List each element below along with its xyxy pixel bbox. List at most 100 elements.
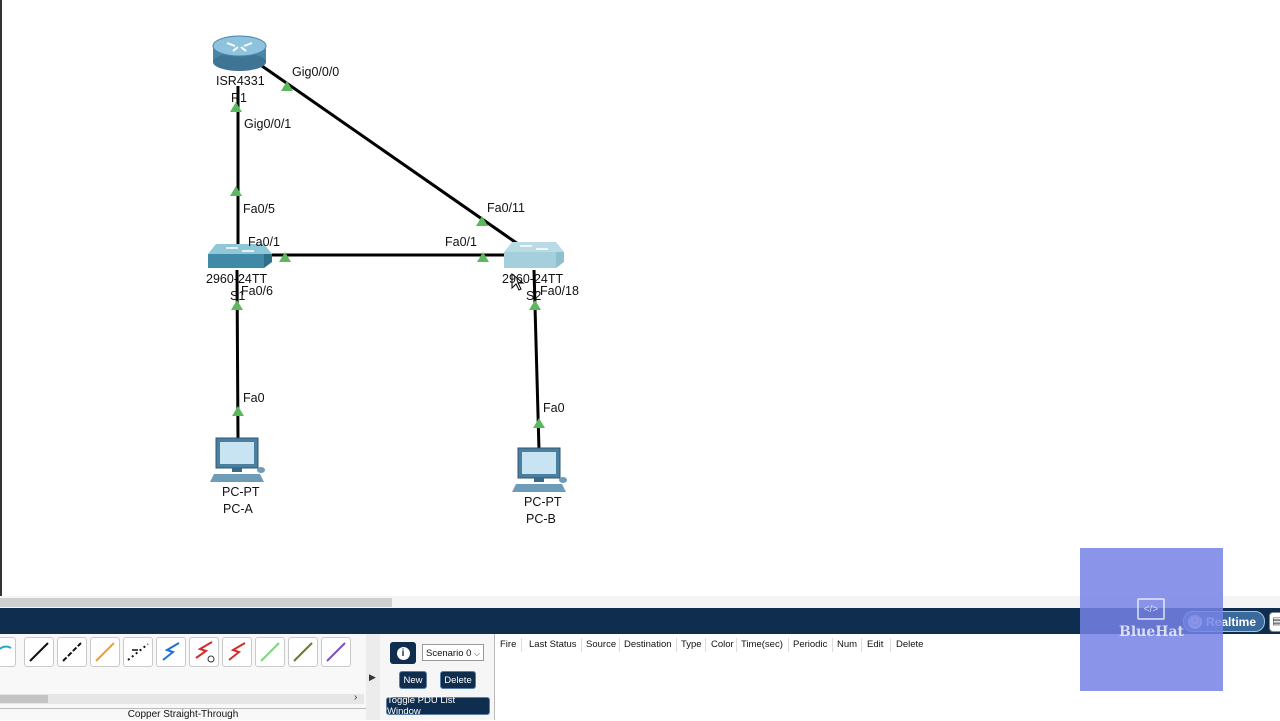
workspace-scroll-thumb[interactable]: [0, 598, 392, 607]
octal-icon: [293, 642, 313, 662]
watermark-text: BlueHat: [1118, 624, 1184, 640]
pdu-panel-collapse[interactable]: ▶: [366, 634, 381, 720]
switch1-name-label: S1: [230, 289, 246, 303]
pc-a-name-label: PC-A: [223, 502, 253, 516]
col-periodic: Periodic: [793, 639, 828, 650]
router-top: [212, 35, 267, 57]
link-lights: [230, 81, 545, 428]
simulation-icon: ▤: [1272, 616, 1280, 627]
link-light: [476, 216, 488, 226]
link-light: [232, 406, 244, 416]
switch-front: [504, 252, 556, 268]
col-color: Color: [711, 639, 734, 650]
col-delete: Delete: [896, 639, 924, 650]
router-arrows: [226, 42, 253, 52]
link-light: [279, 252, 291, 262]
col-divider: [890, 638, 891, 652]
pc-b-name-label: PC-B: [526, 512, 556, 526]
copper-straight-through-tool[interactable]: [57, 637, 87, 667]
stand: [232, 468, 242, 472]
switch2-model-label: 2960-24TT: [502, 272, 564, 286]
col-divider: [736, 638, 737, 652]
copper-cross-over-tool[interactable]: [90, 637, 120, 667]
chevron-right-icon: ▶: [369, 672, 376, 682]
col-time: Time(sec): [741, 639, 783, 650]
scroll-right-icon[interactable]: ›: [354, 692, 358, 703]
switch1-model-label: 2960-24TT: [206, 272, 268, 286]
link-r1-s2[interactable]: [261, 64, 519, 246]
fiber-tool[interactable]: [123, 637, 153, 667]
switch-arrows: [226, 247, 254, 252]
link-light: [477, 252, 489, 262]
iot-custom-cable-tool[interactable]: [321, 637, 351, 667]
port-label-r1-gig000: Gig0/0/0: [292, 65, 340, 79]
router-r1-icon[interactable]: [212, 35, 267, 71]
delete-scenario-button[interactable]: Delete: [440, 671, 476, 689]
topology-canvas[interactable]: [2, 0, 1280, 596]
link-light: [231, 300, 243, 310]
chevron-down-icon: ⌵: [473, 649, 480, 658]
auto-connection-tool[interactable]: [0, 637, 16, 667]
fiber-icon: [127, 643, 149, 661]
coaxial-tool[interactable]: [189, 637, 219, 667]
iot-custom-cable-icon: [326, 642, 346, 662]
selected-tool-name: Copper Straight-Through: [0, 708, 366, 721]
stand: [534, 478, 544, 482]
pc-a-model-label: PC-PT: [222, 485, 260, 499]
toolbox-scroll-thumb[interactable]: [0, 695, 48, 703]
switch-s2-icon[interactable]: [504, 242, 564, 268]
phone-cable-tool[interactable]: [156, 637, 186, 667]
code-monitor-icon: </>: [1137, 598, 1165, 620]
scenario-info-button[interactable]: i: [390, 642, 416, 664]
screen: [220, 442, 254, 464]
screen: [522, 452, 556, 474]
pc-b-icon[interactable]: [512, 447, 567, 492]
link-light: [533, 418, 545, 428]
col-divider: [705, 638, 706, 652]
switch-side: [556, 252, 564, 268]
switch-s1-icon[interactable]: [208, 244, 272, 268]
port-label-pca-fa0: Fa0: [243, 391, 265, 405]
col-divider: [788, 638, 789, 652]
serial-dce-tool[interactable]: [222, 637, 252, 667]
scenario-select[interactable]: Scenario 0 ⌵: [422, 644, 484, 661]
col-divider: [581, 638, 582, 652]
coaxial-icon: [195, 641, 215, 663]
switch-top: [208, 244, 272, 254]
pc-a-icon[interactable]: [210, 437, 265, 482]
bluehat-watermark: </> BlueHat: [1080, 548, 1223, 691]
copper-straight-through-icon: [62, 642, 82, 662]
toolbox-scrollbar[interactable]: [0, 694, 364, 704]
keyboard: [512, 484, 566, 492]
mouse: [257, 467, 265, 473]
mouse: [559, 477, 567, 483]
connections-toolbox: › Copper Straight-Through: [0, 634, 367, 720]
console-cable-tool[interactable]: [24, 637, 54, 667]
switch-side: [264, 254, 272, 268]
col-destination: Destination: [624, 639, 672, 650]
mode-toolbar: [0, 608, 1280, 634]
port-label-s1-fa06: Fa0/6: [241, 284, 273, 298]
mouse-cursor-icon: [511, 272, 525, 291]
col-divider: [832, 638, 833, 652]
copper-cross-over-icon: [95, 642, 115, 662]
port-label-s2-fa01: Fa0/1: [445, 235, 477, 249]
simulation-mode-button[interactable]: ▤: [1269, 611, 1280, 632]
link-light: [230, 186, 242, 196]
port-label-pcb-fa0: Fa0: [543, 401, 565, 415]
scenario-select-value: Scenario 0: [426, 648, 472, 659]
console-cable-icon: [29, 642, 49, 662]
serial-dte-tool[interactable]: [255, 637, 285, 667]
new-scenario-button[interactable]: New: [399, 671, 427, 689]
octal-tool[interactable]: [288, 637, 318, 667]
link-light: [529, 300, 541, 310]
logical-workspace[interactable]: ISR4331 R1 2960-24TT S1 2960-24TT S2 PC-…: [0, 0, 1280, 608]
col-source: Source: [586, 639, 617, 650]
toggle-pdu-list-button[interactable]: Toggle PDU List Window: [386, 695, 490, 717]
col-edit: Edit: [867, 639, 884, 650]
switch-top: [504, 242, 564, 252]
col-divider: [861, 638, 862, 652]
switch-front: [208, 254, 264, 268]
router-name-label: R1: [231, 91, 247, 105]
router-model-label: ISR4331: [216, 74, 265, 88]
